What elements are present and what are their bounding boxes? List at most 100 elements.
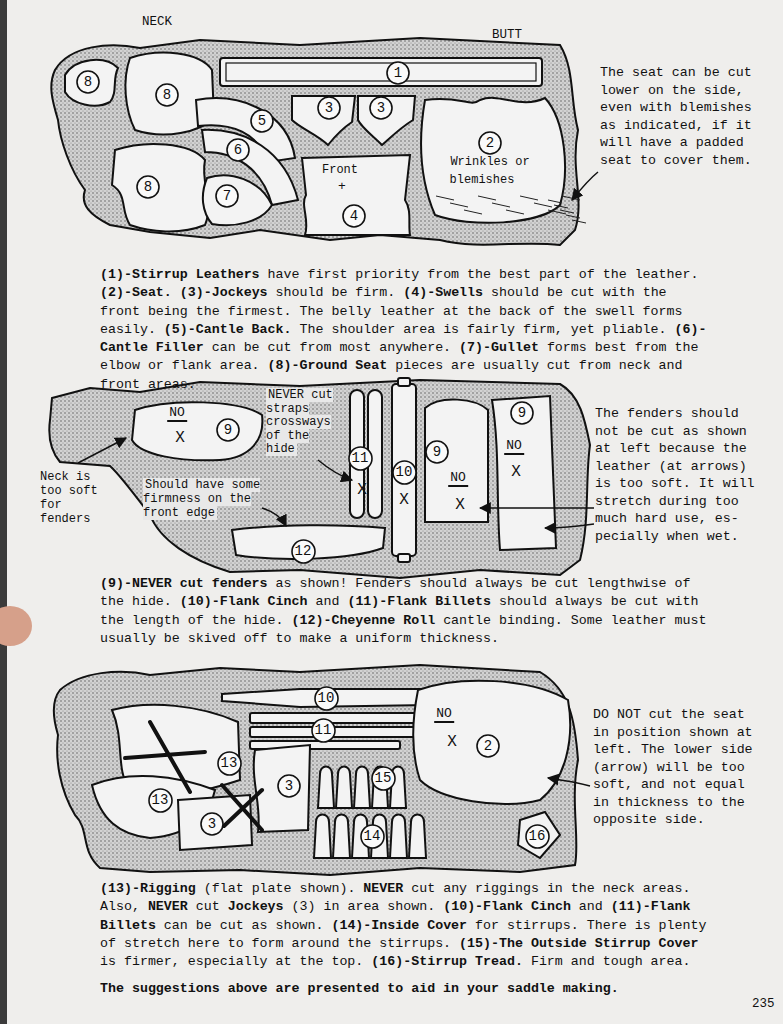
x-mark: X: [455, 495, 465, 515]
blemish-hatching: [548, 200, 562, 203]
warning-note: Should have some firmness on the front e…: [143, 478, 271, 520]
piece-label: Wrinkles or: [450, 155, 529, 170]
caption-text: (3)-Jockeys: [180, 285, 268, 300]
callout-ring: [218, 752, 241, 775]
caption-text: (16)-Stirrup Tread.: [371, 954, 523, 969]
x-mark-text: X: [357, 481, 367, 499]
callout-number: 6: [234, 142, 242, 158]
callout-ring: [278, 775, 300, 797]
blemish-hatching: [506, 210, 524, 214]
caption-text: (4)-Swells: [403, 285, 483, 300]
hide-outline: [49, 380, 590, 578]
callout-number: 10: [318, 690, 335, 706]
caption-text: (2)-Seat.: [100, 285, 172, 300]
callout-circle: 9: [425, 440, 449, 464]
cut-piece: [398, 378, 410, 386]
callout-number: 14: [364, 828, 381, 844]
callout-circle: 9: [510, 401, 534, 425]
caption-text: (5)-Cantle Back.: [164, 322, 292, 337]
callout-ring: [349, 447, 372, 470]
caption-text: (8)-Ground Seat: [268, 358, 388, 373]
stirrup-cover-piece: [390, 815, 407, 859]
x-mark: X: [357, 480, 367, 500]
callout-number: 2: [486, 135, 494, 151]
callout-circle: 8: [76, 70, 100, 94]
stirrup-cover-piece: [336, 767, 352, 809]
caption-text: NEVER: [363, 881, 403, 896]
callout-ring: [526, 825, 549, 848]
callout-ring: [156, 84, 178, 106]
caption-text: (10)-Flank Cinch: [443, 899, 571, 914]
no-mark-text: NO: [448, 470, 468, 487]
callout-ring: [479, 132, 501, 154]
stirrup-cover-piece: [354, 767, 370, 809]
callout-number: 1: [394, 65, 402, 81]
piece-label: blemishes: [450, 173, 515, 188]
callout-number: 3: [285, 778, 293, 794]
callout-number: 3: [325, 100, 333, 116]
caption-paragraph: (13)-Rigging (flat plate shown). NEVER c…: [100, 880, 714, 971]
blemish-hatching: [492, 203, 510, 207]
blemish-hatching: [450, 203, 468, 207]
x-mark: X: [399, 490, 409, 510]
caption-text: NEVER: [148, 899, 188, 914]
callout-circle: 16: [525, 824, 550, 849]
callout-circle: 6: [226, 138, 250, 162]
callout-number: 3: [208, 816, 216, 832]
closing-note-text: The suggestions above are presented to a…: [100, 981, 619, 996]
caption-text: (13)-Rigging: [100, 881, 196, 896]
cut-piece: [518, 812, 560, 858]
caption-text: (12)-Cheyenne Roll: [292, 613, 436, 628]
cross-out: [125, 722, 262, 830]
callout-number: 8: [84, 74, 92, 90]
callout-number: 4: [350, 208, 358, 224]
caption-paragraph: (9)-NEVER cut fenders as shown! Fenders …: [100, 575, 714, 648]
cut-piece: [292, 96, 355, 145]
cut-piece: [178, 795, 252, 850]
stirrup-cover-piece: [409, 815, 426, 859]
cut-piece: [421, 98, 565, 223]
callout-circle: 14: [360, 824, 385, 849]
stirrup-cover-piece: [333, 815, 350, 859]
leader-arrow: [78, 438, 126, 463]
callout-ring: [393, 461, 416, 484]
x-mark: X: [447, 732, 457, 752]
callout-circle: 5: [250, 109, 274, 133]
callout-circle: 9: [216, 418, 240, 442]
blemish-hatching: [566, 215, 580, 218]
x-mark-text: X: [399, 491, 409, 509]
callout-number: 8: [163, 87, 171, 103]
cut-piece: [203, 175, 272, 225]
warning-note: NEVER cut straps crossways of the hide: [266, 389, 342, 457]
leader-arrow: [548, 778, 590, 786]
callout-ring: [216, 185, 238, 207]
leader-arrow: [318, 460, 352, 480]
hide-outline: [54, 665, 578, 875]
callout-circle: 15: [371, 766, 396, 791]
callout-number: 7: [223, 188, 231, 204]
callout-number: 9: [433, 444, 441, 460]
hide-end-label: NECK: [142, 14, 172, 30]
leader-arrow: [78, 438, 594, 528]
x-mark: X: [511, 462, 521, 482]
cut-piece: [132, 402, 262, 460]
callout-ring: [387, 62, 409, 84]
caption-text: The shoulder area is fairly firm, yet pl…: [300, 322, 667, 337]
leader-arrow: [262, 508, 286, 526]
blemish-hatching: [554, 205, 568, 208]
piece-label-text: Wrinkles or: [450, 155, 529, 169]
cross-out: [222, 785, 262, 830]
blemish-hatching: [520, 196, 538, 200]
callout-ring: [292, 540, 315, 563]
callout-circle: 2: [476, 734, 500, 758]
callout-number: 9: [224, 422, 232, 438]
stirrup-cover-piece: [314, 767, 426, 859]
callout-circle: 3: [277, 774, 301, 798]
callout-circle: 1: [386, 61, 410, 85]
caption-text: can be cut as shown.: [164, 918, 324, 933]
cut-piece: [220, 58, 542, 86]
callout-ring: [137, 176, 159, 198]
callout-ring: [370, 97, 392, 119]
callout-ring: [201, 813, 223, 835]
callout-ring: [77, 71, 99, 93]
